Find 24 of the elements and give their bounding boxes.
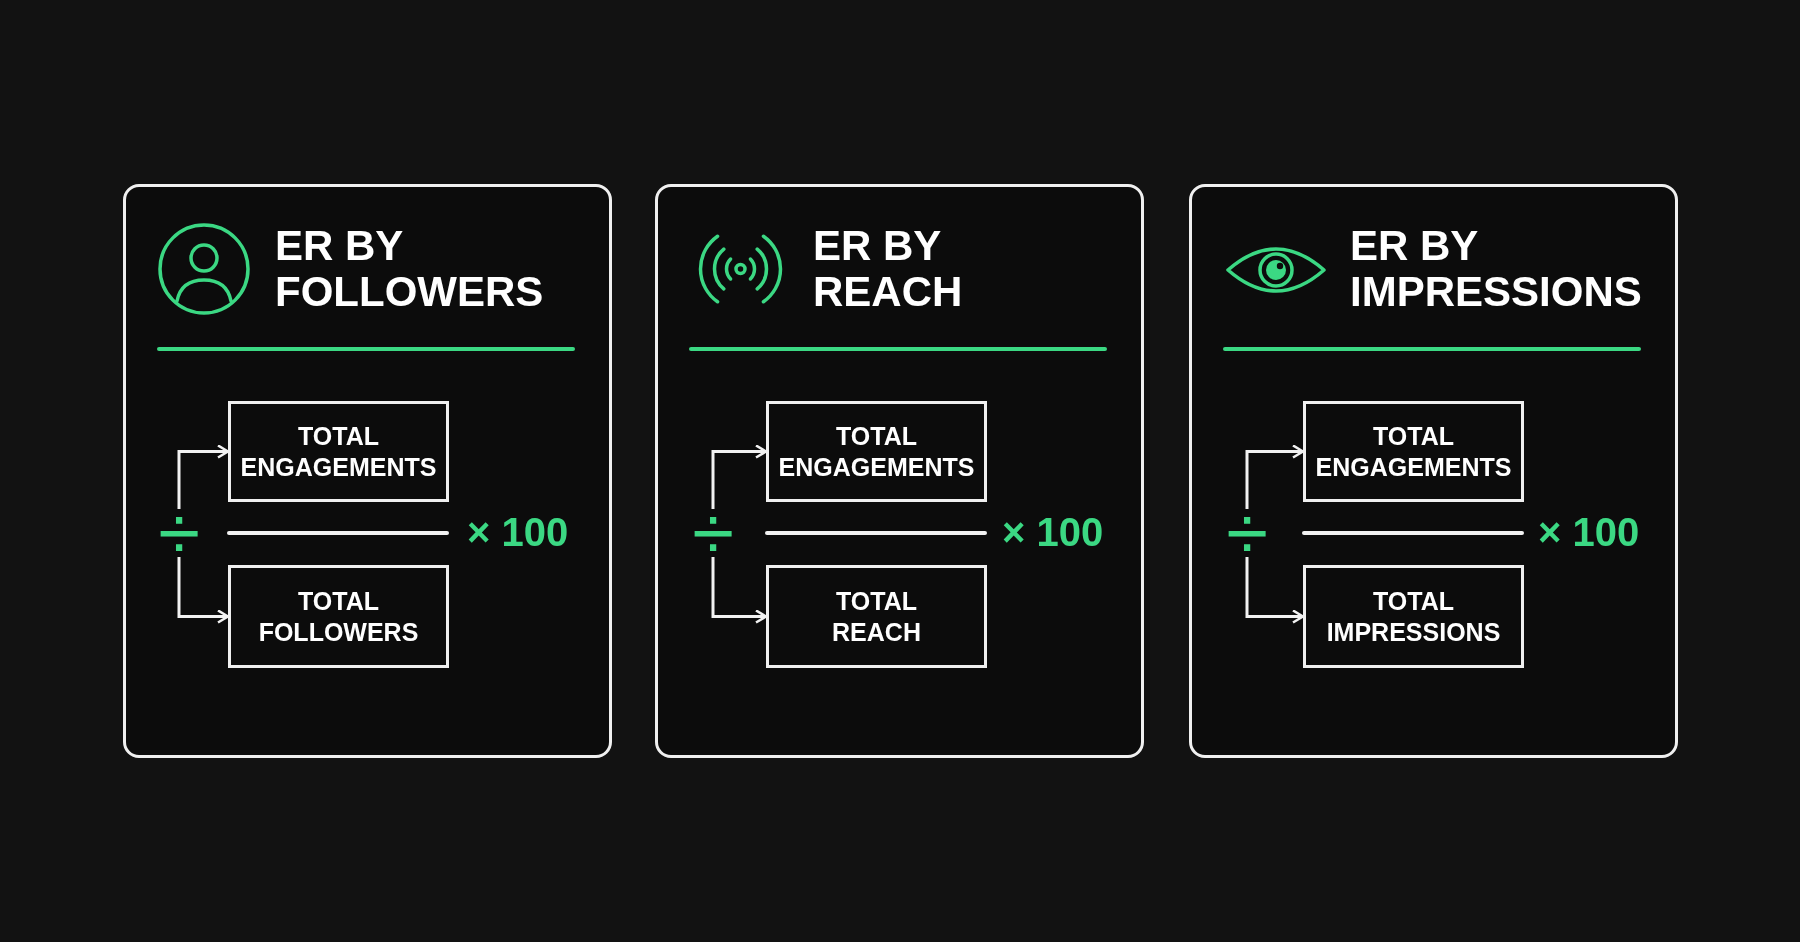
- division-sign: ÷: [1224, 509, 1270, 557]
- division-sign: ÷: [690, 509, 736, 557]
- arrow: [177, 557, 230, 624]
- multiplier-label: × 100: [467, 509, 569, 556]
- card-title: ER BY IMPRESSIONS: [1350, 223, 1643, 315]
- multiplier-label: × 100: [1538, 509, 1640, 556]
- numerator-box: TOTAL ENGAGEMENTS: [766, 401, 987, 502]
- arrow: [177, 444, 230, 509]
- numerator-box: TOTAL ENGAGEMENTS: [228, 401, 449, 502]
- metric-card: [655, 184, 1144, 758]
- card-title: ER BY REACH: [813, 223, 964, 315]
- arrow: [1245, 444, 1305, 509]
- denominator-box: TOTAL IMPRESSIONS: [1303, 565, 1524, 668]
- denominator-box: TOTAL REACH: [766, 565, 987, 668]
- metric-card: [1189, 184, 1678, 758]
- card-title: ER BY FOLLOWERS: [275, 223, 545, 315]
- numerator-box: TOTAL ENGAGEMENTS: [1303, 401, 1524, 502]
- arrow: [711, 557, 768, 624]
- denominator-box: TOTAL FOLLOWERS: [228, 565, 449, 668]
- multiplier-label: × 100: [1002, 509, 1104, 556]
- arrow: [711, 444, 768, 509]
- division-sign: ÷: [156, 509, 202, 557]
- metric-card: [123, 184, 612, 758]
- arrow: [1245, 557, 1305, 624]
